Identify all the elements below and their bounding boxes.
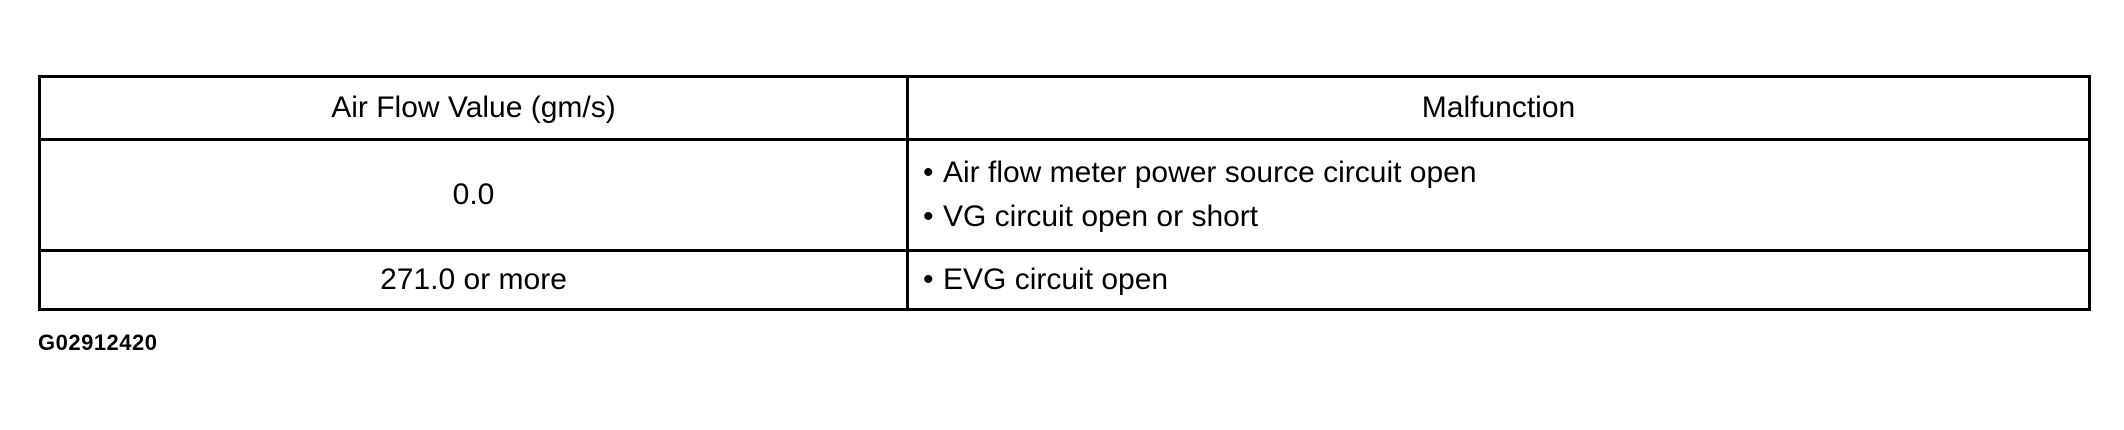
- table-row: 0.0 • Air flow meter power source circui…: [38, 138, 2091, 252]
- header-air-flow-value: Air Flow Value (gm/s): [38, 75, 909, 141]
- bullet-icon: •: [923, 200, 934, 233]
- header-malfunction: Malfunction: [906, 75, 2091, 141]
- malfunction-list: • EVG circuit open: [923, 258, 2088, 302]
- table-header-row: Air Flow Value (gm/s) Malfunction: [38, 75, 2091, 141]
- malfunction-list: • Air flow meter power source circuit op…: [923, 151, 2088, 239]
- malfunction-text: Air flow meter power source circuit open: [943, 156, 1477, 189]
- malfunction-cell: • EVG circuit open: [906, 249, 2091, 311]
- malfunction-text: VG circuit open or short: [943, 200, 1259, 233]
- malfunction-text: EVG circuit open: [943, 263, 1169, 296]
- list-item: • Air flow meter power source circuit op…: [923, 151, 2088, 195]
- air-flow-value-cell: 0.0: [38, 138, 909, 252]
- bullet-icon: •: [923, 263, 934, 296]
- malfunction-cell: • Air flow meter power source circuit op…: [906, 138, 2091, 252]
- table-row: 271.0 or more • EVG circuit open: [38, 249, 2091, 311]
- list-item: • VG circuit open or short: [923, 195, 2088, 239]
- air-flow-value-cell: 271.0 or more: [38, 249, 909, 311]
- bullet-icon: •: [923, 156, 934, 189]
- list-item: • EVG circuit open: [923, 258, 2088, 302]
- air-flow-malfunction-table: Air Flow Value (gm/s) Malfunction 0.0 • …: [38, 75, 2091, 311]
- figure-code: G02912420: [38, 330, 158, 355]
